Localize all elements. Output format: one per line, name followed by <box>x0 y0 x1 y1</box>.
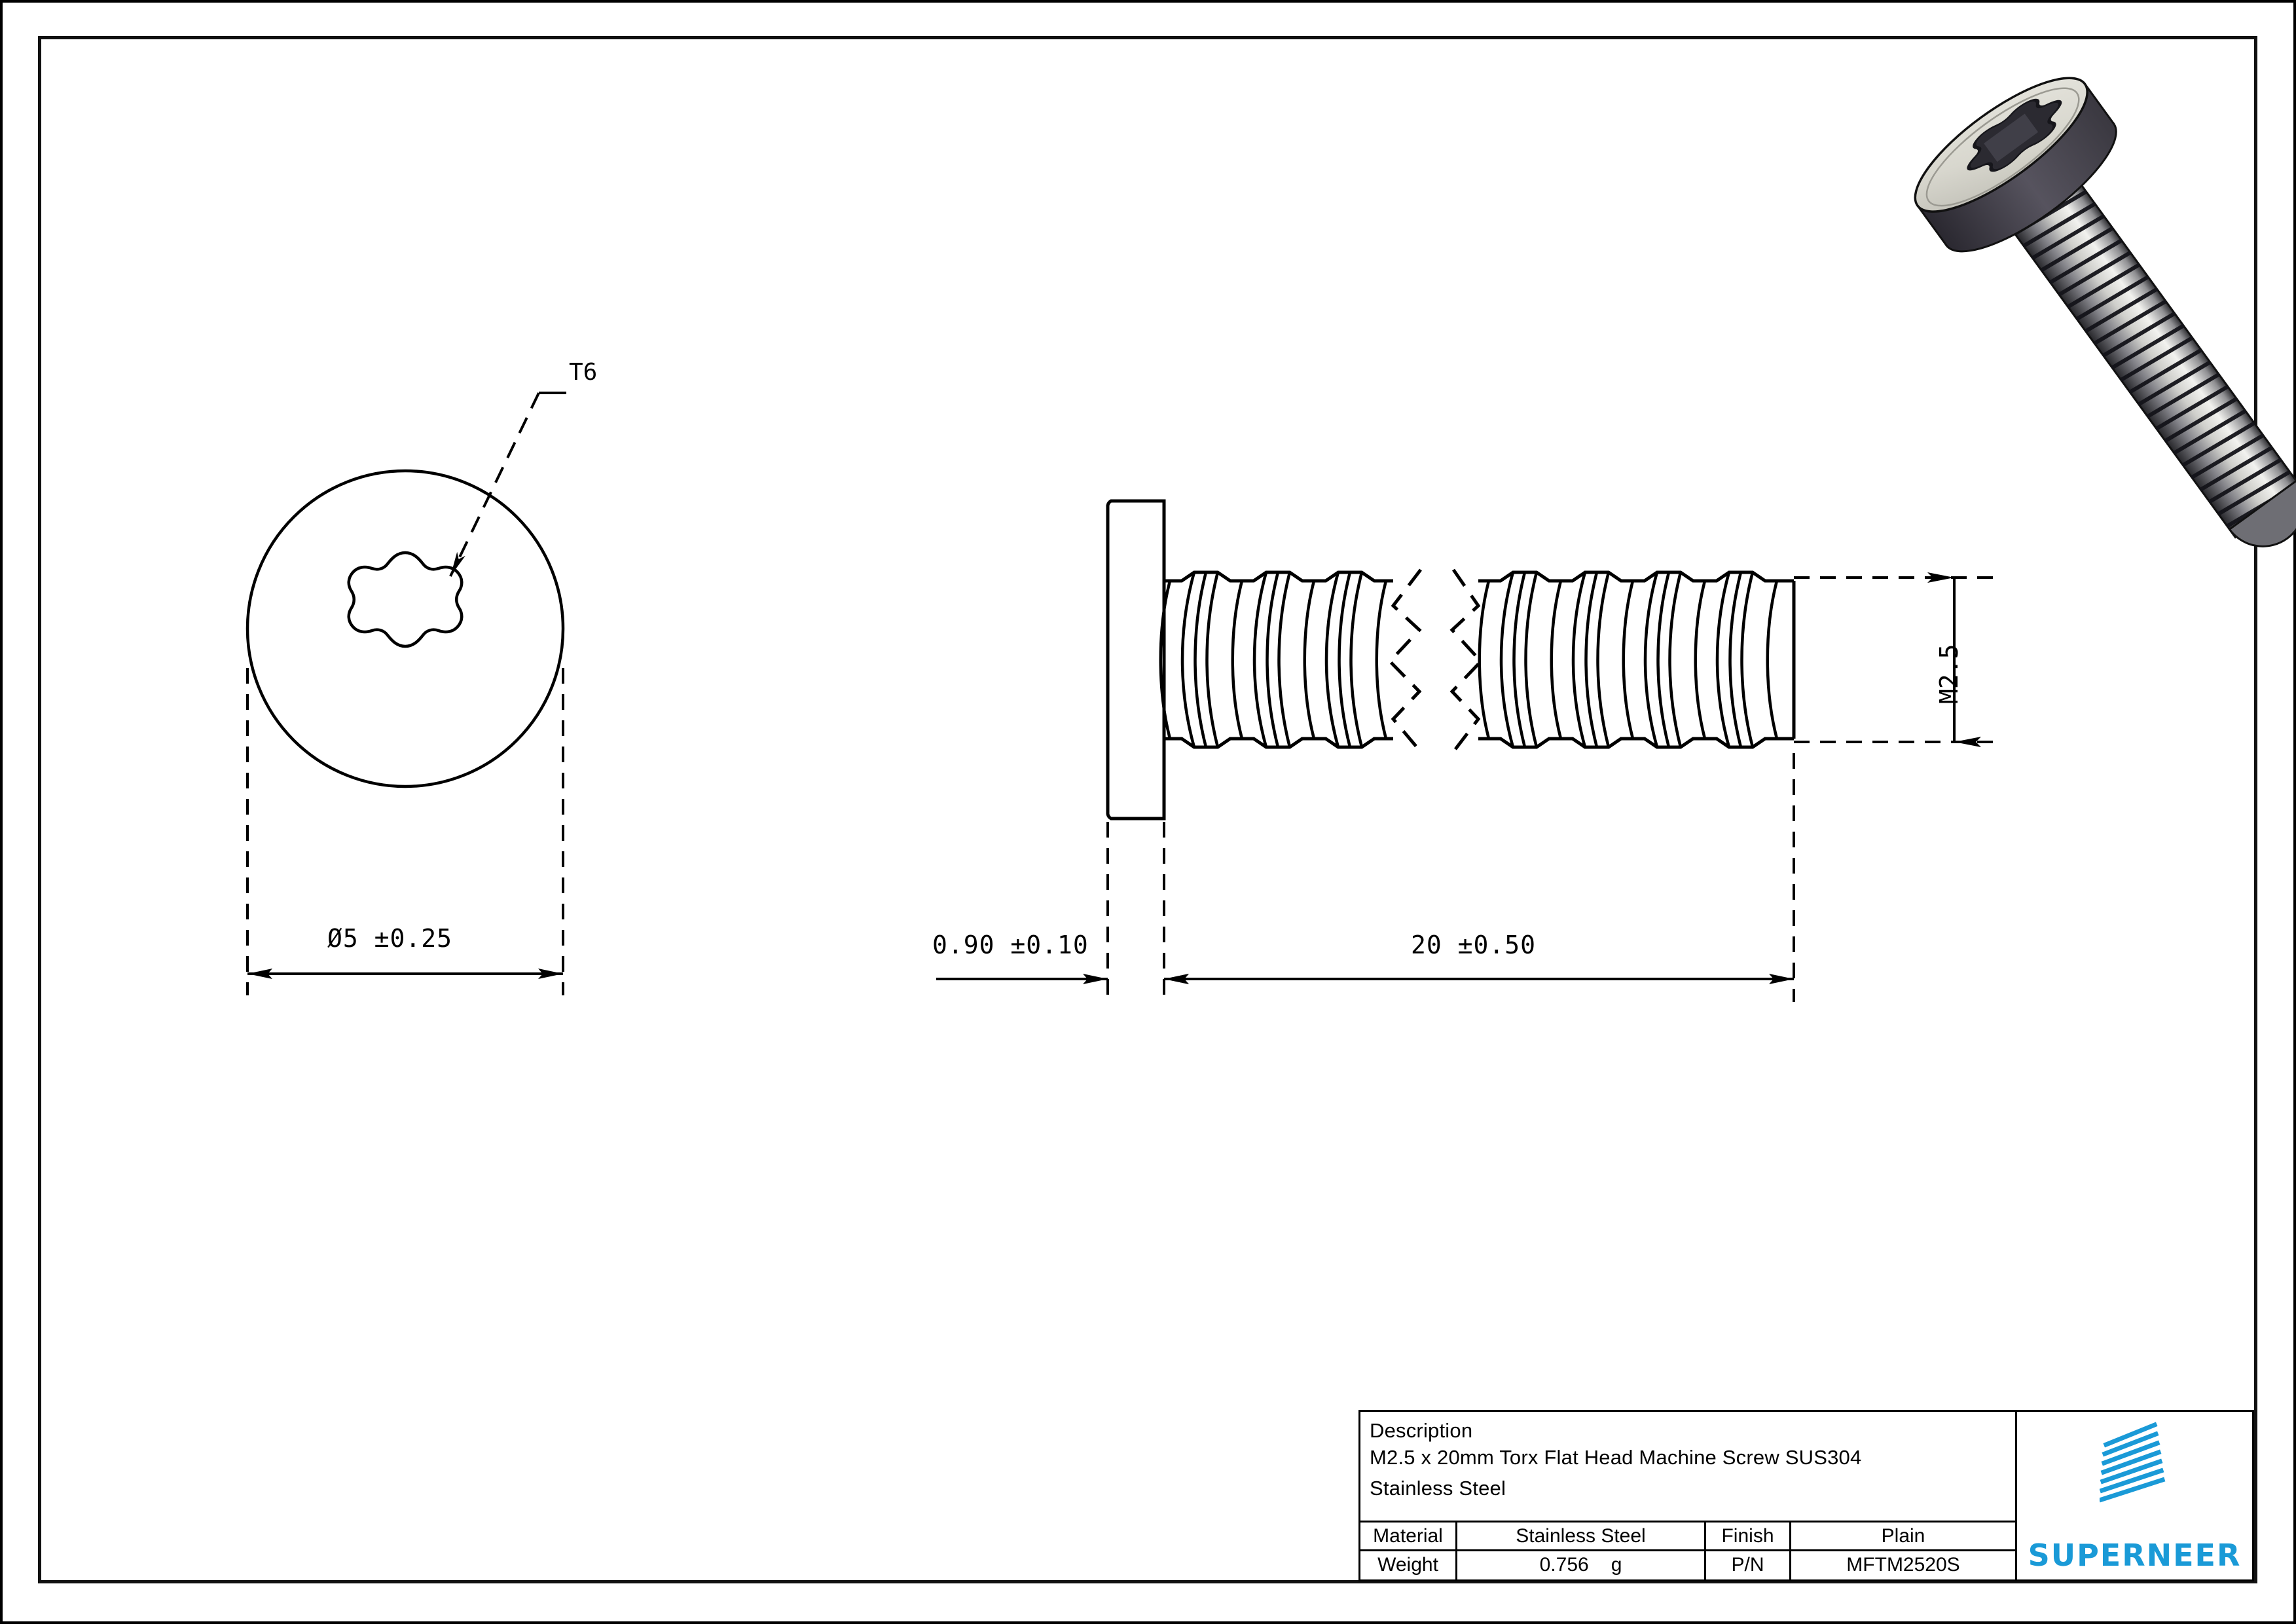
company-name: SUPERNEER <box>2028 1538 2242 1573</box>
length-dimension-text: 20 ±0.50 <box>1411 931 1537 959</box>
thread-size-dimension-text: M2.5 <box>1935 644 1963 704</box>
superneer-logo-icon <box>2099 1422 2165 1503</box>
company-logo-block: SUPERNEER <box>2017 1412 2252 1579</box>
description-label: Description <box>1370 1419 1473 1442</box>
part-number-value: MFTM2520S <box>1846 1554 1960 1576</box>
title-block-fields: Description M2.5 x 20mm Torx Flat Head M… <box>1360 1412 2017 1579</box>
finish-value: Plain <box>1881 1524 1925 1547</box>
head-diameter-dimension-text: Ø5 ±0.25 <box>327 924 453 953</box>
drawing-frame-border <box>38 36 2257 1583</box>
material-value: Stainless Steel <box>1457 1522 1706 1549</box>
finish-label: Finish <box>1706 1522 1791 1549</box>
weight-value-cell: 0.756 g <box>1457 1551 1706 1579</box>
description-line-1: M2.5 x 20mm Torx Flat Head Machine Screw… <box>1370 1446 1862 1469</box>
weight-unit: g <box>1611 1554 1622 1576</box>
description-section: Description M2.5 x 20mm Torx Flat Head M… <box>1360 1412 2015 1523</box>
material-label: Material <box>1360 1522 1457 1549</box>
description-line-2: Stainless Steel <box>1370 1477 1506 1500</box>
head-thickness-dimension-text: 0.90 ±0.10 <box>932 931 1089 959</box>
title-block: Description M2.5 x 20mm Torx Flat Head M… <box>1358 1410 2254 1581</box>
weight-value: 0.756 <box>1539 1554 1589 1576</box>
part-number-label: P/N <box>1706 1551 1791 1579</box>
weight-label: Weight <box>1360 1551 1457 1579</box>
drive-callout-label: T6 <box>569 359 598 386</box>
material-finish-row: Material Stainless Steel Finish Plain <box>1360 1522 2015 1551</box>
weight-pn-row: Weight 0.756 g P/N MFTM2520S <box>1360 1551 2015 1579</box>
